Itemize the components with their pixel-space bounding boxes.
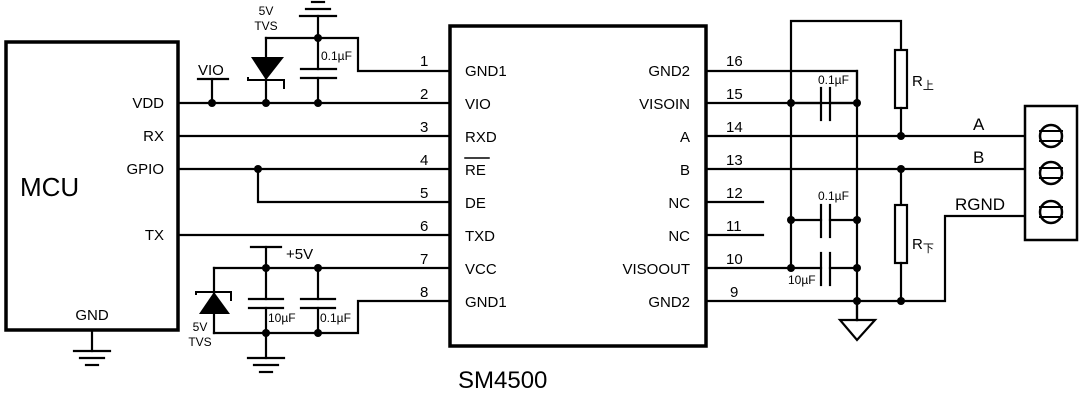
mcu-pin-rx: RX [143,128,164,145]
chip-right-pins: GND2 VISOIN A B NC NC VISOOUT GND2 [622,63,690,311]
cap-visoout-small-value: 0.1µF [818,189,849,203]
terminal-block [1023,104,1079,242]
supply-5v-label: +5V [286,246,313,263]
resistor-pullup-icon [893,48,909,110]
chip-pin-label: GND2 [648,63,690,80]
junction [314,99,322,107]
chip-pin-label: VISOOUT [622,261,690,278]
junction [787,216,795,224]
pin-number: 6 [420,218,428,235]
tvs-diode-bottom-icon [195,266,232,335]
chip-pin-label: GND2 [648,294,690,311]
pin-number: 12 [726,185,743,202]
ground-bottom-left-icon [246,331,286,374]
chip-pin-label: GND1 [465,63,507,80]
rgnd-label: RGND [955,195,1005,214]
cap-top-value: 0.1µF [321,49,352,63]
wire-gnd1-top [264,36,452,73]
mcu-label: MCU [20,172,79,202]
ground-top-icon [298,0,338,40]
resistor-pulldown-icon [893,203,909,265]
wire-gnd1-bottom [212,299,452,335]
pin-number: 3 [420,119,428,136]
junction [897,132,905,140]
chip-pin-label: RXD [465,129,497,146]
pin-number: 4 [420,152,428,169]
capacitor-visoout-bulk-icon [789,251,859,287]
pin-number: 1 [420,53,428,70]
mcu-pin-gpio: GPIO [126,161,164,178]
capacitor-visoout-small-icon [789,203,859,239]
pin-number: 10 [726,251,743,268]
r-pulldown-label: R下 [912,236,934,255]
junction [897,297,905,305]
capacitor-10uf-left-icon [247,266,285,335]
vio-label: VIO [198,62,224,79]
chip-pin-label: VISOIN [639,96,690,113]
terminal-screw-icon [1038,160,1064,186]
junction [262,99,270,107]
chip-pin-label: DE [465,195,486,212]
mcu-pin-vdd: VDD [132,95,164,112]
junction [853,264,861,272]
junction [208,99,216,107]
pin-number: 15 [726,86,743,103]
tvs-bottom-voltage: 5V [193,320,208,334]
chip-pin-label: B [680,162,690,179]
chip-right-pin-numbers: 16 15 14 13 12 11 10 9 [726,53,743,301]
terminal-screw-icon [1038,123,1064,149]
junction [314,329,322,337]
pin-number: 5 [420,185,428,202]
tvs-top-voltage: 5V [259,4,274,18]
cap-small-left-value: 0.1µF [320,311,351,325]
pin-number: 7 [420,251,428,268]
junction [787,99,795,107]
pin-number: 16 [726,53,743,70]
chip-pin-label: NC [668,195,690,212]
terminal-screw-icon [1038,199,1064,225]
pin-number: 2 [420,86,428,103]
tvs-diode-top-icon [247,36,285,105]
capacitor-0-1uf-left-icon [299,266,337,335]
isolated-ground-icon [837,299,878,342]
junction [254,165,262,173]
chip-pin-label: GND1 [465,294,507,311]
pin-number: 9 [730,284,738,301]
pin-number: 8 [420,284,428,301]
chip-pin-label: TXD [465,228,495,245]
chip-pin-label-re: RE [465,162,486,179]
chip-pin-label: VCC [465,261,497,278]
bus-b-label: B [973,148,984,167]
chip-pin-label: NC [668,228,690,245]
chip-pin-label: A [680,129,690,146]
chip-block [448,24,708,348]
junction [787,264,795,272]
bus-a-label: A [973,115,985,134]
r-pullup-label: R上 [912,73,934,92]
pin-number: 11 [726,218,742,235]
junction [853,216,861,224]
cap-bulk-left-value: 10µF [268,311,296,325]
wire-pullup-feed [789,19,903,105]
pin-number: 14 [726,119,743,136]
capacitor-visoin-icon [789,86,859,122]
wire-gnd2-rgnd [704,214,1027,303]
capacitor-top-icon [299,36,338,105]
mcu-pin-gnd: GND [75,307,109,324]
cap-visoout-bulk-value: 10µF [788,273,816,287]
tvs-top-label: TVS [254,19,277,33]
mcu-pin-tx: TX [145,227,164,244]
cap-visoin-value: 0.1µF [818,73,849,87]
junction [853,99,861,107]
mcu-ground-icon [72,328,112,367]
tvs-bottom-label: TVS [188,335,211,349]
wire-gpio-de [256,167,452,204]
chip-pin-label: VIO [465,96,491,113]
chip-label: SM4500 [458,367,547,394]
pin-number: 13 [726,152,743,169]
chip-left-pins: GND1 VIO RXD RE DE TXD VCC GND1 [464,63,507,311]
chip-left-pin-numbers: 1 2 3 4 5 6 7 8 [420,53,428,301]
mcu-block [4,40,180,332]
